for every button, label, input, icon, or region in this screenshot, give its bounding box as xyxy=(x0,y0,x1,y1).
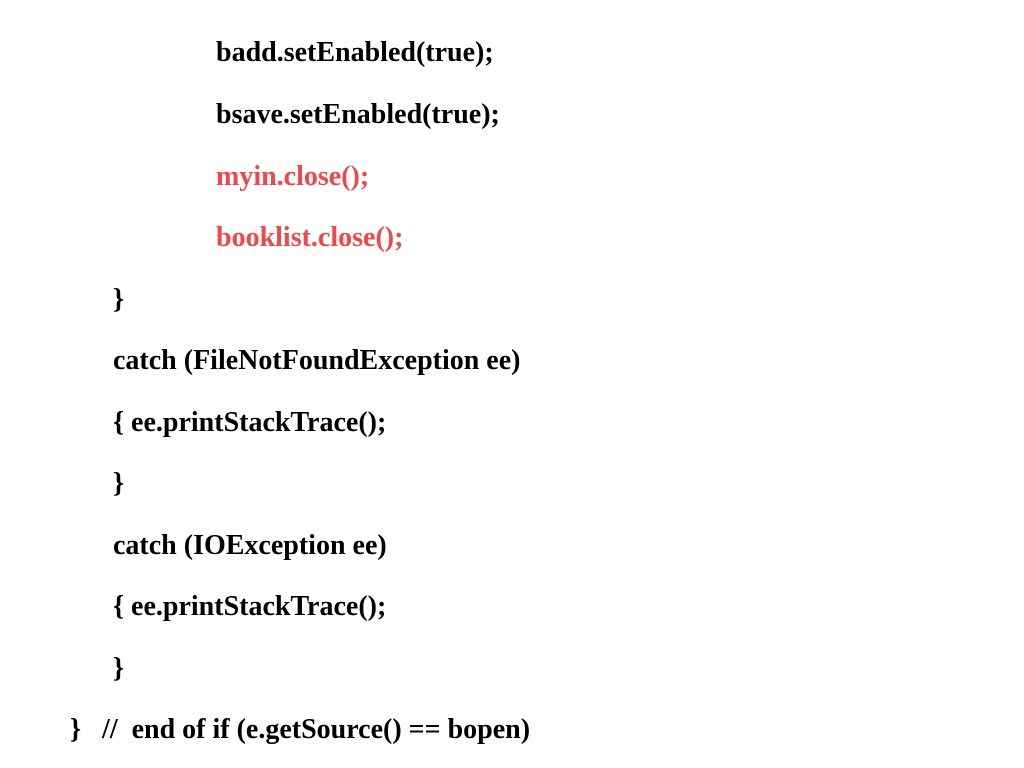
code-line-1: badd.setEnabled(true); xyxy=(216,37,494,68)
code-line-9: catch (IOException ee) xyxy=(113,530,387,561)
code-line-5: } xyxy=(113,284,125,315)
code-line-3-highlighted: myin.close(); xyxy=(216,161,370,192)
code-line-10: { ee.printStackTrace(); xyxy=(113,591,387,622)
code-line-11: } xyxy=(113,653,125,684)
code-line-4-highlighted: booklist.close(); xyxy=(216,222,404,253)
code-line-6: catch (FileNotFoundException ee) xyxy=(113,345,521,376)
code-line-2: bsave.setEnabled(true); xyxy=(216,99,500,130)
code-line-12-comment: } // end of if (e.getSource() == bopen) xyxy=(70,714,531,745)
code-line-8: } xyxy=(113,468,125,499)
code-line-7: { ee.printStackTrace(); xyxy=(113,407,387,438)
